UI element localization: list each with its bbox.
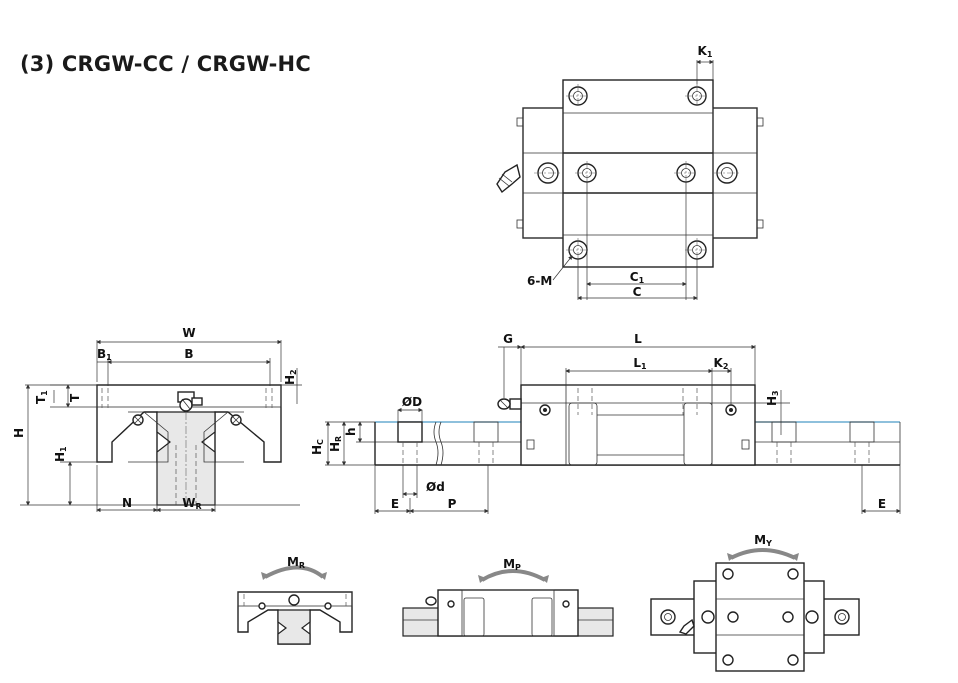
front-view: W B1 B H2 T1 T H H1 N WR <box>12 326 302 513</box>
dim-label-e-right: E <box>878 497 886 511</box>
svg-text:B1: B1 <box>97 347 112 362</box>
screw-icon <box>539 404 551 416</box>
rail-bolt-hole-icon <box>397 421 423 465</box>
dim-sub-k2: 2 <box>723 362 729 371</box>
dim-label-t: T <box>68 393 82 402</box>
moment-yaw-view: MY <box>650 533 860 672</box>
svg-text:MY: MY <box>754 533 772 548</box>
dim-label-l1: L <box>633 356 641 370</box>
dim-label-t1: T <box>34 395 48 404</box>
dim-sub-h3: 3 <box>771 390 780 396</box>
svg-text:MR: MR <box>287 555 305 570</box>
dim-label-k2: K <box>714 356 724 370</box>
dim-sub-hr: R <box>334 436 343 442</box>
svg-text:H3: H3 <box>765 390 780 406</box>
svg-text:HC: HC <box>310 439 325 455</box>
dim-sub-l1: 1 <box>641 362 647 371</box>
dim-label-c1: C <box>630 270 639 284</box>
grease-nipple-icon <box>177 391 203 412</box>
diagram-title: (3) CRGW-CC / CRGW-HC <box>20 52 311 76</box>
dim-label-k1: K <box>698 44 708 58</box>
dim-label-l: L <box>634 332 642 346</box>
svg-text:C1: C1 <box>630 270 645 285</box>
dim-label-p: P <box>448 497 457 511</box>
mounting-hole-icon <box>685 84 709 108</box>
top-view: K1 6-M C1 C <box>496 44 764 301</box>
dim-sub-h2: 2 <box>289 369 298 375</box>
dim-label-hr: H <box>328 442 342 452</box>
screw-icon <box>725 404 737 416</box>
side-view: G L L1 K2 H3 HC HR h ØD Ød <box>310 332 901 514</box>
rail-bolt-hole-icon <box>771 421 797 465</box>
grease-nipple-icon <box>678 618 695 635</box>
rail-hole-icon <box>534 162 562 184</box>
dim-label-h-small: h <box>344 427 358 436</box>
dim-label-6m: 6-M <box>527 274 552 288</box>
dim-sub-k1: 1 <box>707 50 713 59</box>
svg-text:HR: HR <box>328 436 343 452</box>
rail-bolt-hole-icon <box>849 421 875 465</box>
dim-label-w: W <box>182 326 195 340</box>
dim-label-h: H <box>12 428 26 438</box>
dim-sub-b1: 1 <box>106 353 112 362</box>
grease-nipple-icon <box>497 398 522 410</box>
moment-sub-my: Y <box>765 539 772 548</box>
dim-sub-c1: 1 <box>639 276 645 285</box>
grease-nipple-icon <box>288 594 300 606</box>
dim-label-b: B <box>184 347 193 361</box>
moment-label-my: M <box>754 533 766 547</box>
dim-sub-h1: 1 <box>59 446 68 452</box>
grease-nipple-icon <box>496 163 521 194</box>
dim-label-b1: B <box>97 347 106 361</box>
moment-label-mr: M <box>287 555 299 569</box>
screw-icon <box>132 414 144 426</box>
moment-sub-mr: R <box>299 561 305 570</box>
mounting-hole-icon <box>674 161 698 185</box>
side-view-carriage <box>520 384 756 466</box>
dim-label-h1: H <box>53 452 67 462</box>
rail-hole-icon <box>713 162 741 184</box>
svg-text:H2: H2 <box>283 369 298 385</box>
dim-label-d-large: ØD <box>402 395 422 409</box>
screw-icon <box>230 414 242 426</box>
svg-text:L1: L1 <box>633 356 647 371</box>
dim-label-n: N <box>122 496 132 510</box>
svg-text:K1: K1 <box>698 44 713 59</box>
dim-label-d-small: Ød <box>426 480 445 494</box>
moment-roll-view: MR <box>237 555 353 645</box>
mounting-hole-icon <box>566 84 590 108</box>
rail-bolt-hole-icon <box>473 421 499 465</box>
dim-label-h3: H <box>765 396 779 406</box>
svg-text:H1: H1 <box>53 446 68 462</box>
dim-label-g: G <box>503 332 513 346</box>
dim-label-h2: H <box>283 375 297 385</box>
dim-label-wr: W <box>182 496 195 510</box>
moment-pitch-view: MP <box>402 557 614 637</box>
dim-sub-hc: C <box>316 439 325 445</box>
moment-label-mp: M <box>503 557 515 571</box>
dim-label-c: C <box>633 285 642 299</box>
dim-sub-t1: 1 <box>40 390 49 396</box>
dim-label-e: E <box>391 497 399 511</box>
grease-nipple-icon <box>425 596 437 606</box>
svg-text:MP: MP <box>503 557 521 572</box>
moment-sub-mp: P <box>515 563 521 572</box>
svg-text:T1: T1 <box>34 390 49 404</box>
dim-sub-wr: R <box>196 502 202 511</box>
dim-label-hc: H <box>310 445 324 455</box>
svg-text:WR: WR <box>182 496 201 511</box>
svg-text:K2: K2 <box>714 356 729 371</box>
